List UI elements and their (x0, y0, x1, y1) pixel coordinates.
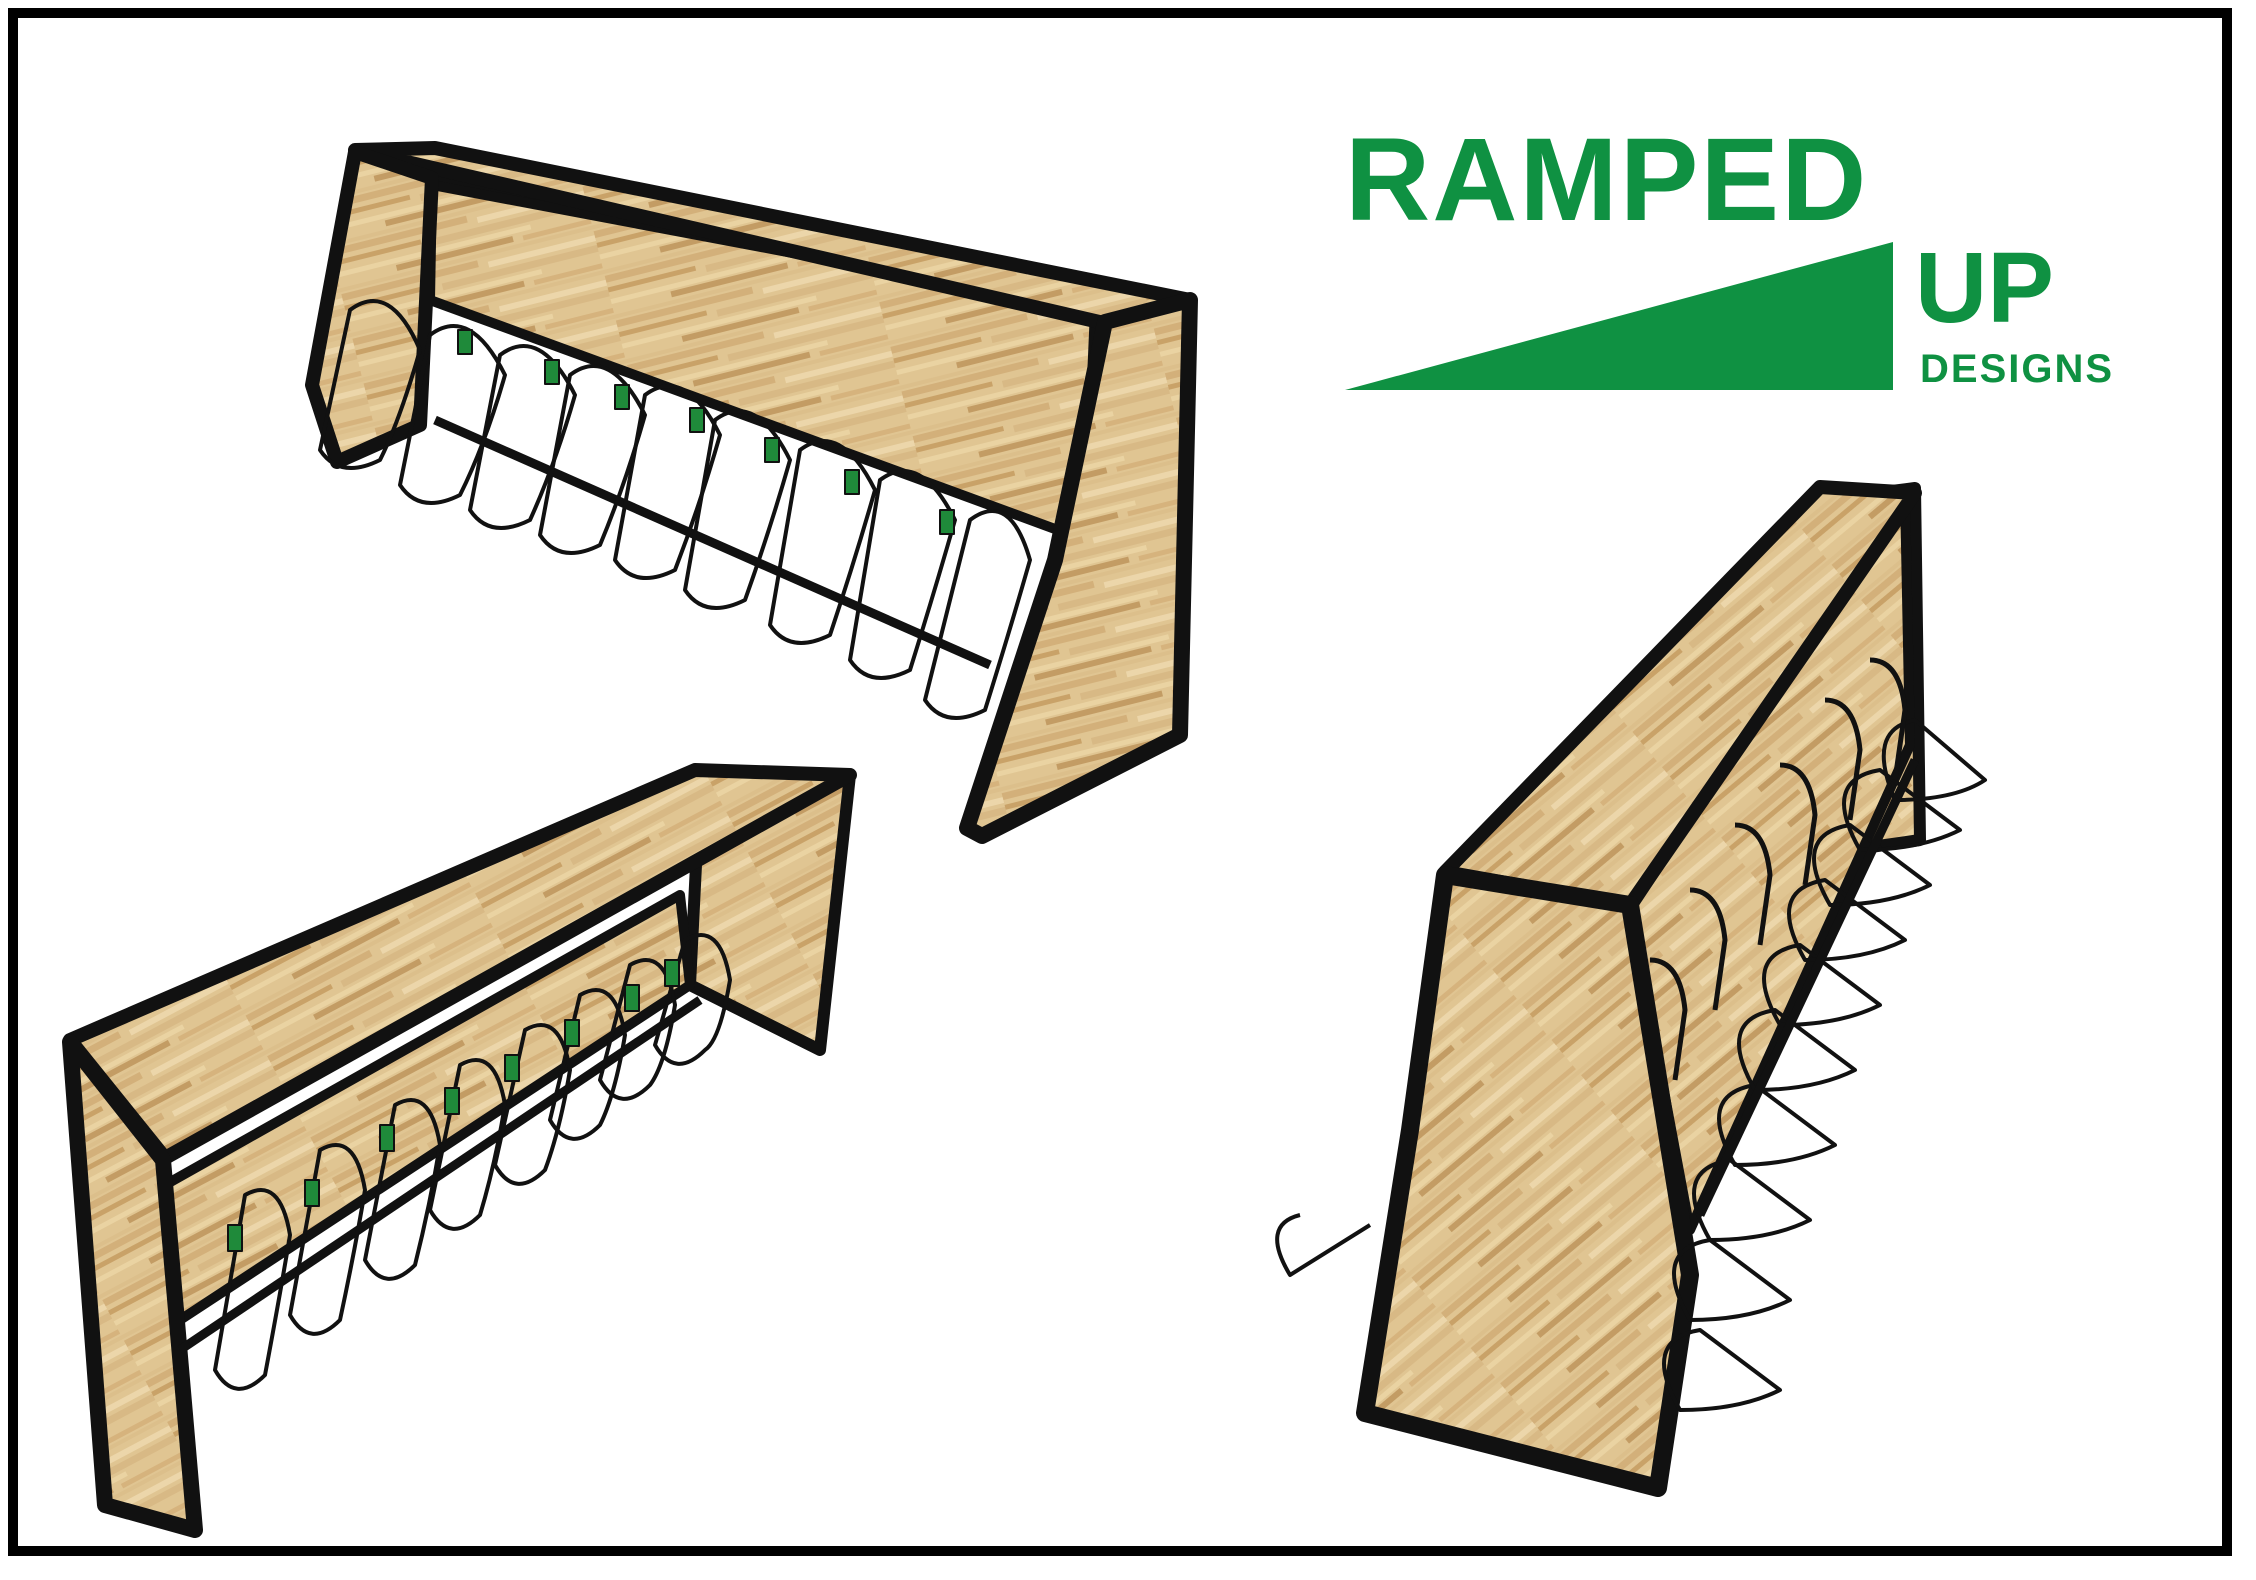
logo-designs-text: DESIGNS (1920, 347, 2114, 391)
rack-view-end (1275, 480, 1987, 1497)
logo-up-text: UP (1915, 232, 2054, 344)
logo-mark: RAMPED UP DESIGNS (1345, 114, 2114, 391)
ramped-up-designs-logo: RAMPED UP DESIGNS (1345, 112, 2175, 402)
logo-ramped-text: RAMPED (1345, 114, 1868, 246)
rack-view-front (305, 141, 1198, 844)
ramp-triangle (1345, 242, 1893, 390)
rack-view-side (62, 763, 857, 1538)
